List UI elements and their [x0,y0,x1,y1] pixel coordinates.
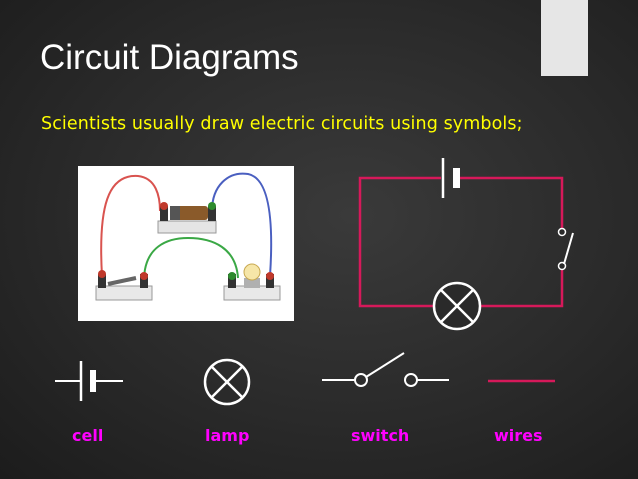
wires-label: wires [494,426,543,445]
circuit-photo [78,166,294,321]
circuit-schematic [355,150,585,335]
slide-subtitle: Scientists usually draw electric circuit… [41,114,523,134]
slide-title: Circuit Diagrams [40,38,299,77]
corner-tab [541,0,588,76]
cell-label: cell [72,426,104,445]
switch-label: switch [351,426,410,445]
lamp-label: lamp [205,426,250,445]
lamp-symbol [201,356,253,408]
cell-symbol [55,356,125,406]
switch-symbol [322,350,450,395]
wire-symbol [488,376,556,386]
